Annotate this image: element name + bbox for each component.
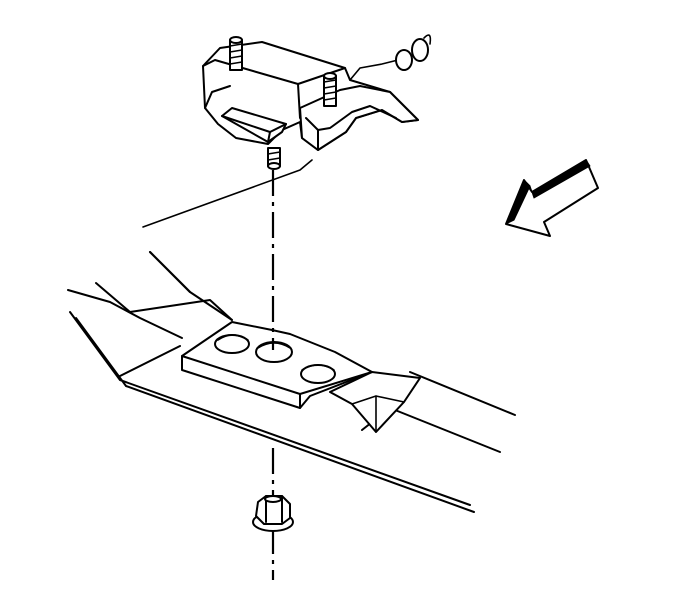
mount-stud-bottom bbox=[267, 147, 281, 170]
leader-line bbox=[142, 159, 313, 228]
mount-stud-left bbox=[229, 36, 243, 71]
mount-stud-right bbox=[323, 72, 337, 107]
flange-nut bbox=[252, 495, 294, 532]
mounting-pad bbox=[181, 321, 373, 409]
front-arrow-icon bbox=[505, 159, 599, 237]
